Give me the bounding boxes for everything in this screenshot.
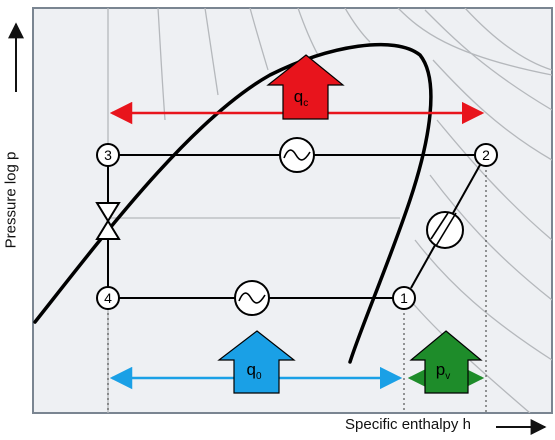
qc-main-label: q [294, 87, 303, 106]
state-point-1-label: 1 [400, 290, 408, 306]
qc-sub-label: c [303, 98, 308, 109]
dotted-guides [107, 165, 487, 413]
compressor-symbol [426, 211, 464, 249]
state-point-2-label: 2 [482, 147, 490, 163]
svg-text:pv: pv [436, 360, 450, 382]
q0-block-arrow: q0 [217, 330, 296, 394]
state-point-1: 1 [392, 286, 416, 310]
y-axis-label: Pressure log p [1, 100, 21, 300]
svg-text:q0: q0 [246, 360, 261, 382]
y-axis-label-text: Pressure log p [2, 151, 20, 249]
pv-main-label: p [436, 360, 445, 379]
state-point-4: 4 [96, 286, 120, 310]
state-point-4-label: 4 [104, 290, 112, 306]
pv-block-arrow: pv [409, 330, 483, 394]
q0-sub-label: 0 [256, 371, 262, 382]
state-point-2: 2 [474, 143, 498, 167]
condenser-symbol [279, 137, 315, 173]
evaporator-symbol [234, 280, 270, 316]
qc-block-arrow: qc [266, 54, 345, 120]
svg-text:qc: qc [294, 87, 308, 109]
state-point-3-label: 3 [104, 147, 112, 163]
x-axis-label: Specific enthalpy h [345, 416, 471, 433]
expansion-valve-symbol [95, 202, 121, 240]
state-point-3: 3 [96, 143, 120, 167]
pv-sub-label: v [445, 371, 450, 382]
q0-main-label: q [246, 360, 255, 379]
saturation-dome [33, 42, 433, 364]
